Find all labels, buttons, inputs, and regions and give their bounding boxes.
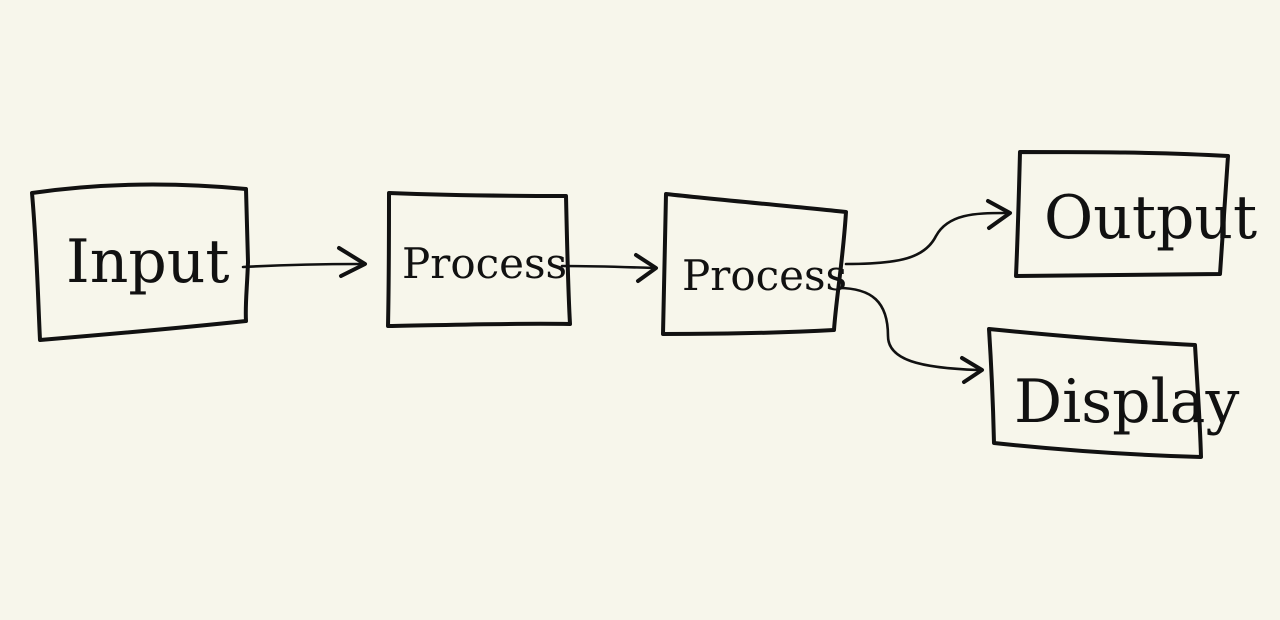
edge-process-1-to-process-2-line [560, 264, 656, 270]
edge-process-2-to-output [844, 199, 1012, 266]
edge-process-2-to-display [836, 286, 984, 384]
node-output-label: Output [1044, 183, 1257, 253]
edge-process-2-to-display-line [836, 286, 980, 372]
node-output: Output [1014, 150, 1257, 278]
node-process-2-box [661, 192, 848, 336]
edge-input-to-process-1-line [241, 262, 362, 269]
edge-process-1-to-process-2-arrowhead [634, 253, 658, 283]
edge-input-to-process-1-arrowhead [337, 246, 367, 278]
edge-input-to-process-1 [241, 246, 367, 278]
node-display: Display [987, 327, 1239, 459]
node-process-1-label: Process [402, 239, 567, 288]
edge-process-2-to-output-line [844, 211, 1007, 266]
node-output-box [1014, 150, 1230, 278]
node-process-1-box [386, 191, 572, 328]
node-process-2-label: Process [682, 251, 847, 300]
node-process-1: Process [386, 191, 572, 328]
edge-process-2-to-display-arrowhead [960, 356, 984, 384]
node-input-box [30, 182, 250, 342]
edge-process-1-to-process-2 [560, 253, 658, 283]
node-display-label: Display [1014, 367, 1239, 437]
node-input: Input [30, 182, 250, 342]
edge-process-2-to-output-arrowhead [986, 199, 1012, 230]
node-display-box [987, 327, 1203, 459]
node-input-label: Input [66, 227, 230, 297]
node-process-2: Process [661, 192, 848, 336]
